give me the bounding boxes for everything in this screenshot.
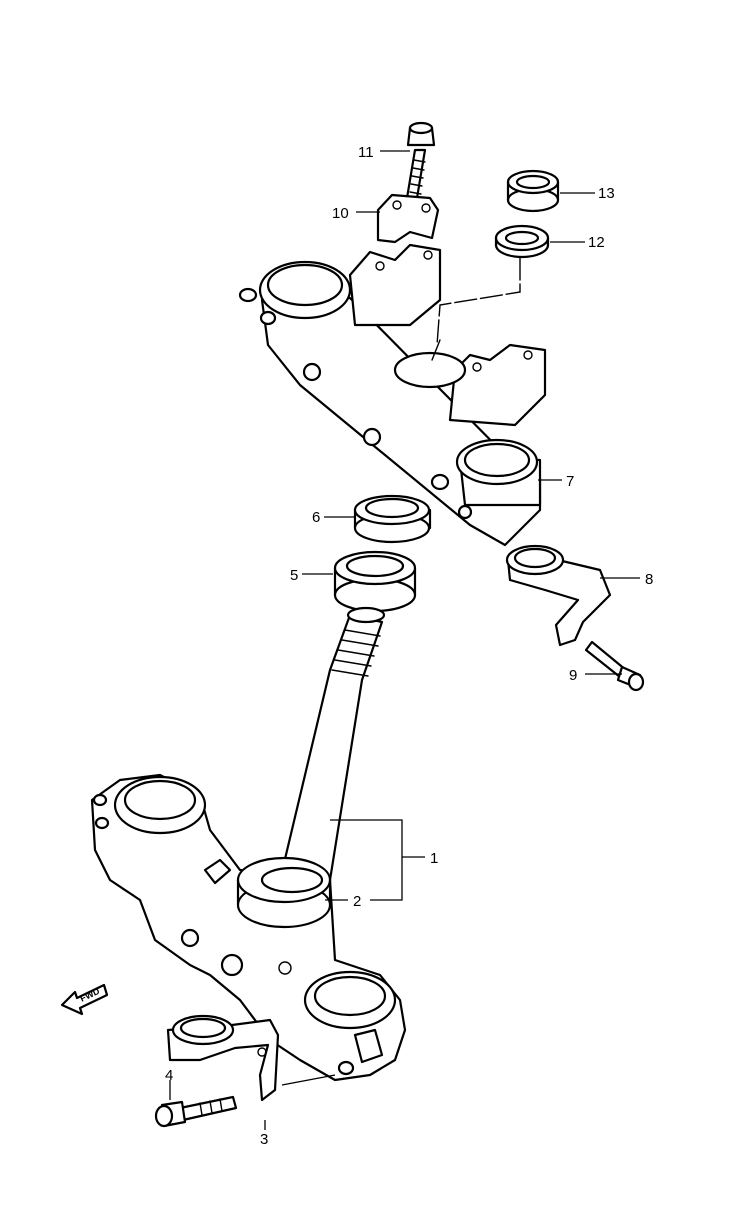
callout-13: 13 bbox=[598, 185, 615, 202]
callout-6: 6 bbox=[312, 509, 320, 526]
upper-bracket bbox=[238, 243, 547, 547]
callout-3: 3 bbox=[260, 1131, 268, 1148]
leader-lines bbox=[169, 150, 640, 1130]
callout-labels: 11 10 13 12 7 6 5 8 9 1 2 4 3 bbox=[165, 144, 653, 1148]
hose-clamp-3 bbox=[166, 1014, 280, 1102]
washer-12 bbox=[494, 224, 550, 259]
bolt-9 bbox=[584, 640, 645, 692]
fwd-arrow-icon: FWD bbox=[60, 983, 109, 1016]
callout-9: 9 bbox=[569, 667, 577, 684]
bearing-5 bbox=[333, 550, 417, 613]
callout-5: 5 bbox=[290, 567, 298, 584]
nut-6 bbox=[353, 494, 432, 544]
callout-2: 2 bbox=[353, 893, 361, 910]
callout-1: 1 bbox=[430, 850, 438, 867]
alignment-line bbox=[436, 257, 521, 346]
callout-12: 12 bbox=[588, 234, 605, 251]
callout-7: 7 bbox=[566, 473, 574, 490]
bolt-4 bbox=[154, 1095, 238, 1128]
callout-4: 4 bbox=[165, 1067, 173, 1084]
handlebar-holder-10 bbox=[376, 193, 440, 244]
callout-10: 10 bbox=[332, 205, 349, 222]
callout-8: 8 bbox=[645, 571, 653, 588]
lower-bracket-and-stem bbox=[90, 606, 407, 1082]
nut-13 bbox=[506, 169, 560, 213]
hose-guide-8 bbox=[505, 544, 612, 647]
bolt-11 bbox=[405, 121, 436, 200]
callout-11: 11 bbox=[358, 144, 374, 161]
